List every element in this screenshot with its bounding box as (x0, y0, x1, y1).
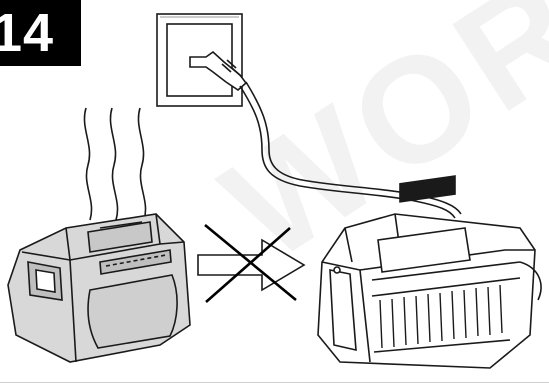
heat-waves-icon (84, 108, 145, 220)
step-number: 14 (0, 3, 54, 63)
battery-pack-icon (8, 214, 190, 362)
arrow-right-icon (198, 240, 304, 290)
plug-icon (190, 52, 246, 90)
step-number-badge: 14 (0, 0, 81, 66)
